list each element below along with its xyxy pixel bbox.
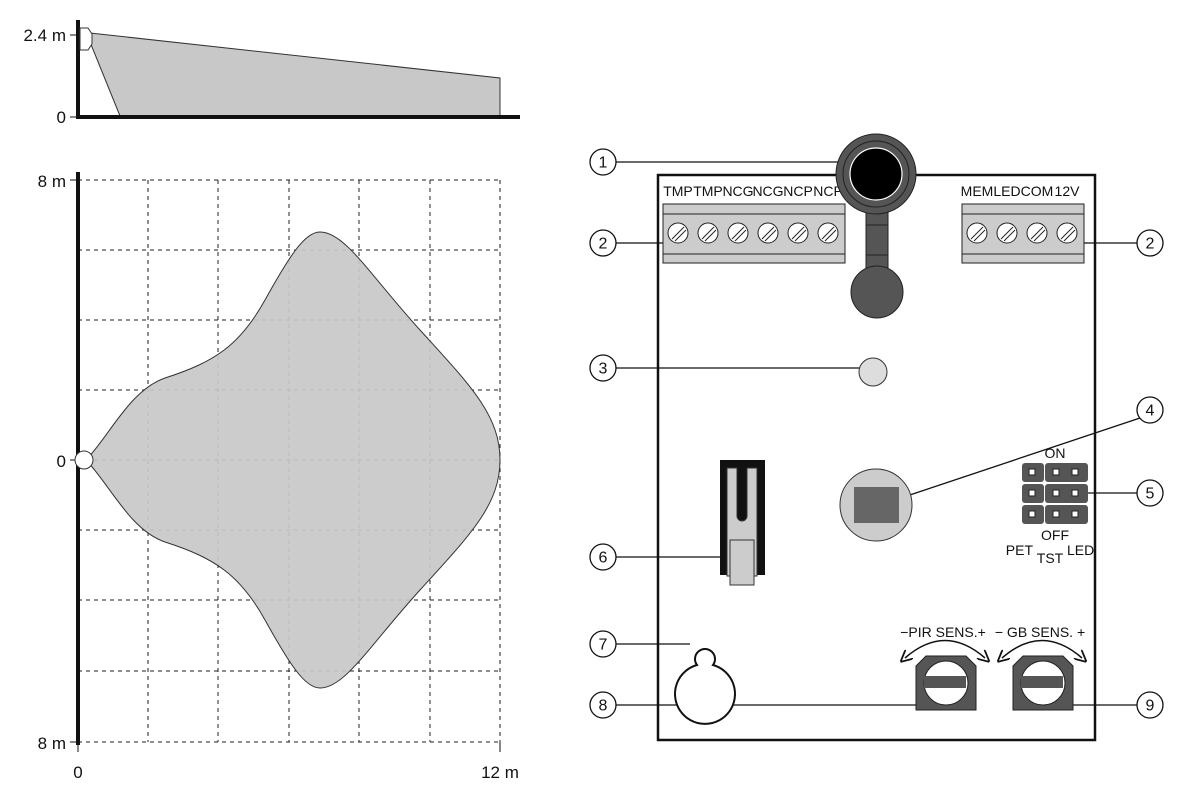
callout-circle: [589, 543, 617, 571]
top-y-mid-label: 0: [57, 452, 66, 471]
pir-sensitivity-pot[interactable]: −PIR SENS.+: [900, 624, 986, 711]
callout-number: 9: [1146, 698, 1155, 715]
callout-number: 5: [1146, 486, 1155, 503]
gb-sensitivity-pot[interactable]: − GB SENS. +: [995, 624, 1085, 711]
top-view: 8 m 0 8 m 0 12 m: [38, 172, 519, 782]
terminal-label: LED: [993, 183, 1020, 199]
jumper-tst-label: TST: [1037, 550, 1064, 566]
jumper-block[interactable]: ON OFF PET TST LED: [1006, 445, 1094, 566]
terminal-label: NCG: [752, 183, 783, 199]
callout-number: 1: [599, 155, 608, 172]
callout-circle: [589, 691, 617, 719]
pir-lens: [835, 133, 917, 319]
top-y-top-label: 8 m: [38, 172, 66, 191]
side-view: 2.4 m 0: [23, 20, 520, 127]
top-x-left-label: 0: [73, 763, 82, 782]
side-coverage-area: [89, 32, 501, 117]
terminal-label: NCP: [783, 183, 813, 199]
callout-number: 6: [599, 550, 608, 567]
glass-break-microphone: [839, 468, 913, 542]
leader-lines: [616, 161, 1141, 706]
callout-circle: [1136, 479, 1164, 507]
top-y-bottom-label: 8 m: [38, 734, 66, 753]
callout-circle: [589, 148, 617, 176]
jumper-on-label: ON: [1045, 445, 1066, 461]
sensor-icon: [74, 450, 94, 470]
gb-sens-label: − GB SENS. +: [995, 624, 1085, 640]
callout-number: 8: [599, 698, 608, 715]
callout-circle: [1136, 691, 1164, 719]
top-x-right-label: 12 m: [481, 763, 519, 782]
jumper-pet-label: PET: [1006, 542, 1034, 558]
side-y-top-label: 2.4 m: [23, 26, 66, 45]
terminal-label: 12V: [1055, 183, 1081, 199]
callout-number: 3: [599, 361, 608, 378]
callout-number: 7: [599, 637, 608, 654]
jumper-led-label: LED: [1067, 542, 1094, 558]
callout-circle: [1136, 229, 1164, 257]
terminal-label: NCG: [722, 183, 753, 199]
terminal-label: COM: [1021, 183, 1054, 199]
side-y-bottom-label: 0: [57, 108, 66, 127]
keyhole-mount: [674, 648, 736, 725]
callout-number: 2: [599, 236, 608, 253]
callout-circle: [589, 229, 617, 257]
tamper-switch: [720, 460, 765, 586]
callout-number: 2: [1146, 236, 1155, 253]
led-indicator: [858, 357, 888, 387]
callout-number: 4: [1146, 403, 1155, 420]
callout-circle: [589, 630, 617, 658]
jumper-off-label: OFF: [1041, 527, 1069, 543]
callout-circle: [589, 354, 617, 382]
terminal-label: TMP: [693, 183, 723, 199]
terminal-label: TMP: [663, 183, 693, 199]
terminal-label: MEM: [961, 183, 994, 199]
terminal-label: NCP: [813, 183, 843, 199]
sensor-icon: [79, 27, 93, 51]
callout-circle: [1136, 396, 1164, 424]
top-coverage-area: [85, 231, 501, 689]
pir-sens-label: −PIR SENS.+: [900, 624, 986, 640]
callouts: 1 2 2 3 4 5 6 7 8 9: [589, 148, 1164, 719]
